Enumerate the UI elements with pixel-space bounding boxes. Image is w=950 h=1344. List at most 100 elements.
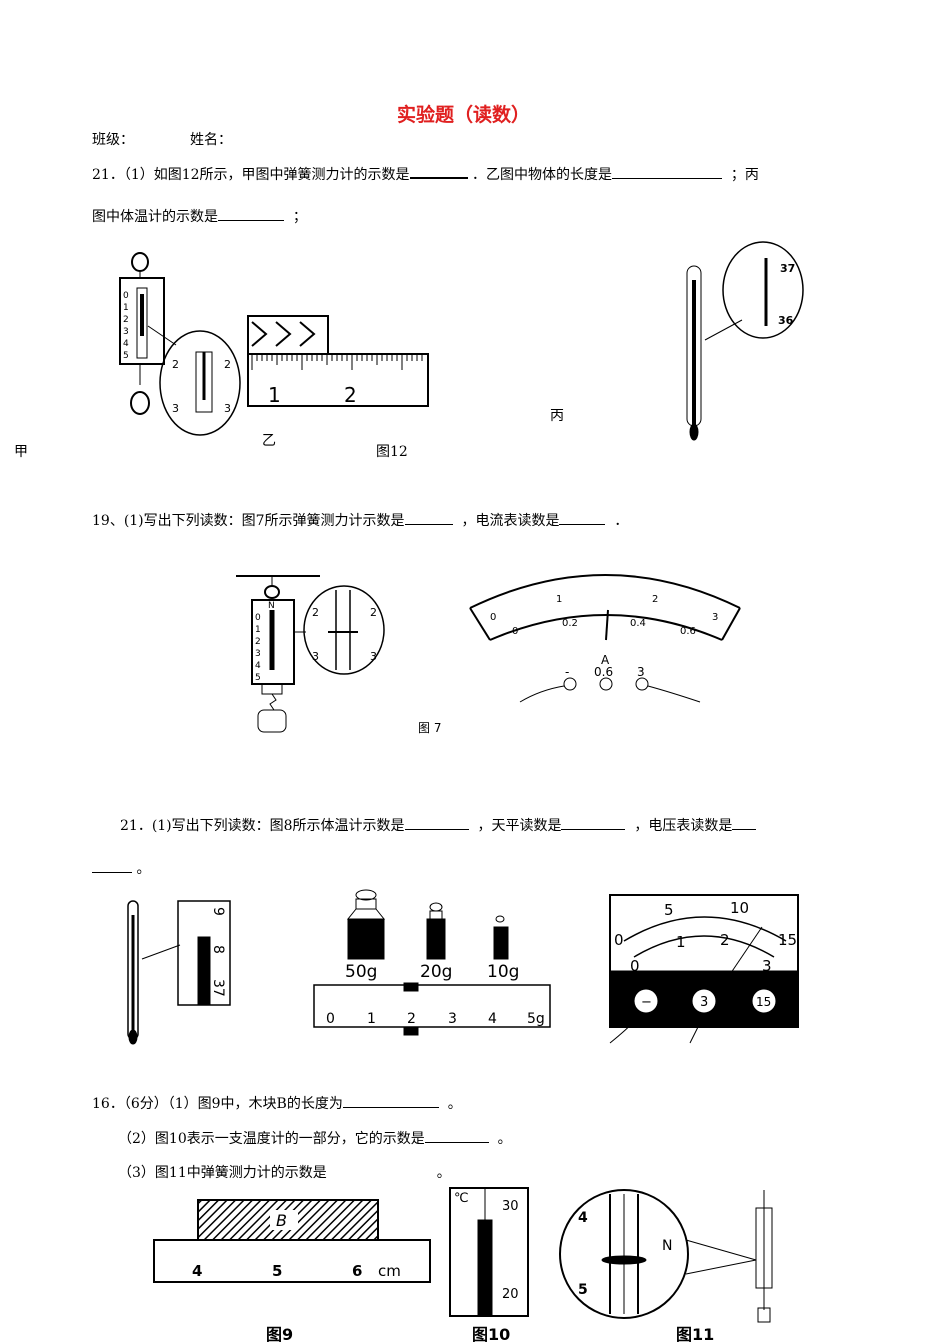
q16-line1-end: 。 [447,1096,462,1112]
answer-blank[interactable] [559,524,606,525]
volt-top-mark: 15 [778,931,797,949]
q16-line2-end: 。 [497,1131,512,1147]
fig12-caption: 图12 [376,444,408,460]
ruler-tick: 2 [344,383,357,407]
answer-blank[interactable] [404,829,469,830]
answer-blank[interactable] [404,524,453,525]
scale-mark: 2 [255,637,261,647]
thermo-mark: 9 [210,907,226,916]
q21b-text: 21．(1)写出下列读数：图8所示体温计示数是 [120,818,405,834]
figure-7: N 0 1 2 3 4 5 2 3 2 3 0 1 2 3 0 0.2 0.4 … [236,574,741,735]
answer-blank[interactable] [424,1142,489,1143]
weight-label: 20g [420,962,452,982]
zoom-mark: 2 [172,358,179,371]
answer-blank[interactable] [92,872,132,873]
ammeter-top-mark: 1 [556,594,562,605]
volt-top-mark: 10 [730,899,749,917]
scale-mark: 4 [255,661,261,671]
thermo-mark: 37 [780,262,795,275]
answer-blank[interactable] [342,1107,439,1108]
volt-terminal: − [641,995,652,1010]
scale-mark: 4 [578,1210,588,1226]
name-label: 姓名： [190,132,232,148]
volt-top-mark: 5 [664,901,674,919]
figure-12: 0 1 2 3 4 5 2 3 2 3 1 2 37 36 [119,241,804,441]
answer-blank[interactable] [732,829,757,830]
voltmeter [609,894,799,1044]
q16-line1: 16．（6分）（1）图9中，木块B的长度为 。 [92,1093,462,1113]
q16-line3-text: （3）图11中弹簧测力计的示数是 [118,1165,327,1181]
q21b-line2: 。 [92,858,150,878]
zoom-mark: 3 [172,402,179,415]
zoom-mark: 2 [370,606,377,619]
ammeter-bottom-mark: 0.6 [680,626,696,637]
ruler-yi [247,315,429,407]
scale-mark: 0 [123,291,129,301]
fig12-label-bing: 丙 [550,408,564,424]
q21b-mid2: ，电压表读数是 [634,818,733,834]
q21a-line2: 图中体温计的示数是 ； [92,206,307,226]
zoom-mark: 3 [224,402,231,415]
fig11-caption: 图11 [676,1325,714,1344]
ammeter-bottom-mark: 0 [512,626,518,637]
fig9-caption: 图9 [266,1325,293,1344]
thermometer-bing [686,241,804,441]
q21a-tail: ；丙 [730,167,759,183]
fig12-label-jia: 甲 [14,444,28,460]
ammeter-bottom-mark: 0.4 [630,618,646,629]
answer-blank[interactable] [218,220,284,221]
volt-top-mark: 0 [614,931,624,949]
zoom-mark: 3 [312,650,319,663]
q21a-line2-text: 图中体温计的示数是 [92,209,218,225]
balance-tick: 4 [488,1011,497,1027]
scale-mark: 5 [123,351,129,361]
zoom-mark: 2 [224,358,231,371]
q21a-end: ； [292,209,307,225]
scale-unit: N [662,1238,672,1254]
balance [313,889,551,1036]
ruler-unit: cm [378,1262,401,1280]
ammeter-top-mark: 2 [652,594,658,605]
thermo-mark: 36 [778,314,794,327]
scale-mark: 2 [123,315,129,325]
weight-label: 10g [487,962,519,982]
thermo-mark: 37 [210,979,226,997]
answer-blank[interactable] [612,178,722,179]
scale-mark: 0 [255,613,261,623]
q21b-end: 。 [136,861,151,877]
thermo-mark: 20 [502,1287,519,1302]
balance-tick: 5g [527,1011,545,1027]
ruler-tick: 4 [192,1262,202,1280]
ammeter-top-mark: 0 [490,612,496,623]
q21a-mid: ．乙图中物体的长度是 [472,167,612,183]
ruler-tick: 5 [272,1262,282,1280]
scale-mark: 3 [123,327,129,337]
spring-scale-fig7 [236,575,385,733]
q21b-mid1: ，天平读数是 [477,818,562,834]
q21a-text: 21．（1）如图12所示，甲图中弹簧测力计的示数是 [92,167,410,183]
page-title: 实验题（读数） [397,104,531,126]
q19-line: 19、(1)写出下列读数：图7所示弹簧测力计示数是 ，电流表读数是 ． [92,510,628,530]
class-label: 班级： [92,132,134,148]
thermometer-fig8 [127,900,231,1045]
scale-unit: N [268,601,275,611]
block-label: B [276,1211,287,1230]
ruler-tick: 1 [268,383,281,407]
balance-tick: 3 [448,1011,457,1027]
balance-tick: 1 [367,1011,376,1027]
q16-line3-end: 。 [436,1165,451,1181]
scale-mark: 5 [578,1282,588,1298]
q19-text: 19、(1)写出下列读数：图7所示弹簧测力计示数是 [92,513,405,529]
scale-mark: 3 [255,649,261,659]
volt-bottom-mark: 2 [720,931,730,949]
ammeter [469,574,741,703]
fig10-thermometer [449,1187,529,1317]
thermo-mark: 30 [502,1199,519,1214]
answer-blank[interactable] [409,177,468,179]
fig10-caption: 图10 [472,1325,510,1344]
spring-scale-jia-marks: 0 1 2 3 4 5 2 3 2 3 [123,291,231,415]
terminal-label: - [565,665,569,679]
ammeter-unit: A [601,653,610,667]
answer-blank[interactable] [561,829,626,830]
q16-line3: （3）图11中弹簧测力计的示数是 。 [118,1162,451,1182]
